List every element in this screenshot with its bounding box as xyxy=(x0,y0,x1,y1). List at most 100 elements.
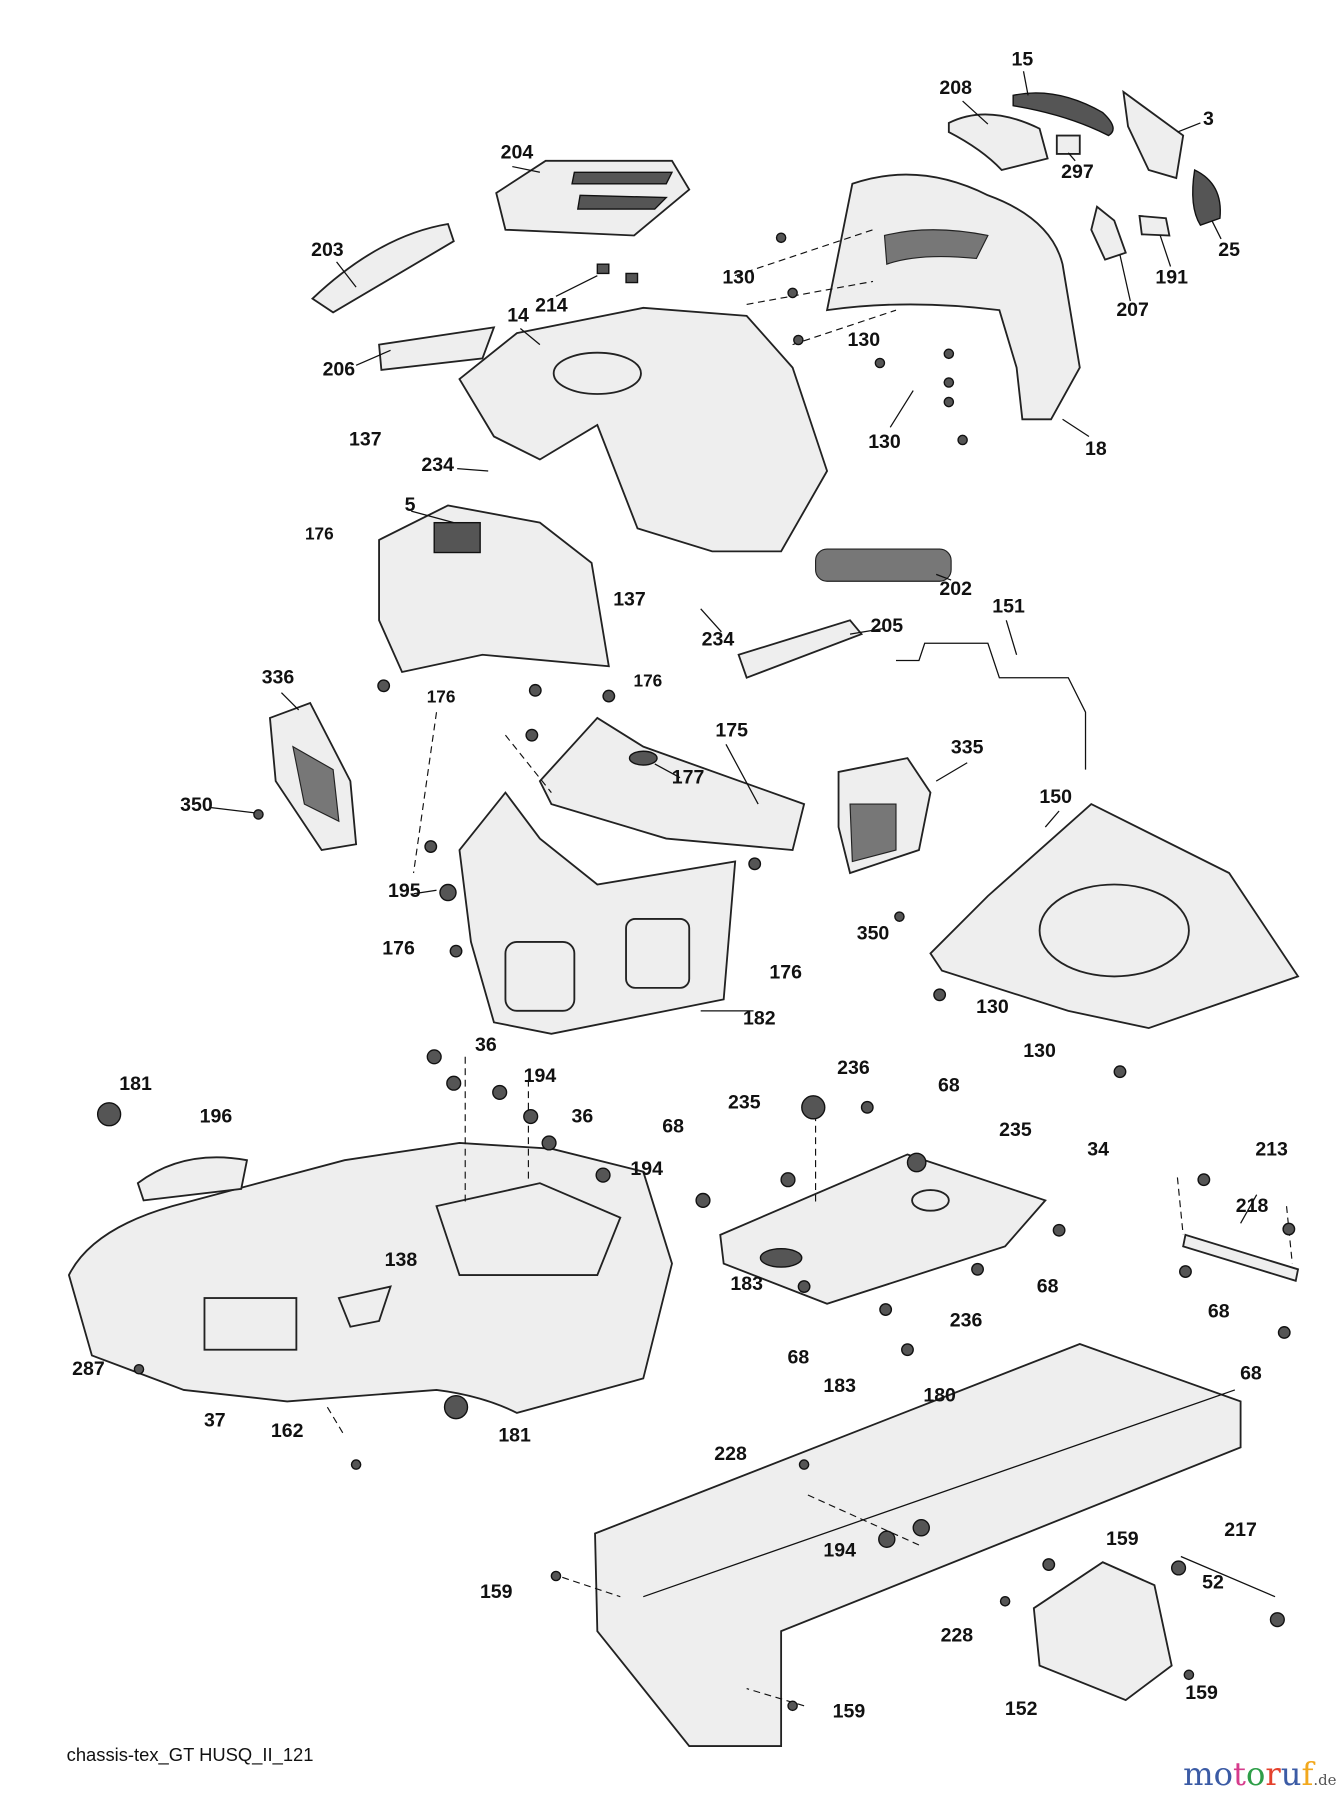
part-label: 152 xyxy=(1004,1697,1038,1720)
part-label: 228 xyxy=(714,1442,747,1465)
part-5-dash xyxy=(378,504,610,674)
part-label: 130 xyxy=(976,995,1009,1018)
part-label: 204 xyxy=(500,141,534,164)
part-label: 335 xyxy=(950,736,984,759)
part-label: 205 xyxy=(870,614,904,637)
part-label: 3 xyxy=(1202,107,1214,130)
part-label: 234 xyxy=(701,628,735,651)
part-label: 217 xyxy=(1224,1518,1257,1541)
part-202-grille xyxy=(815,548,952,582)
part-label: 228 xyxy=(940,1624,974,1647)
part-label: 350 xyxy=(180,793,213,816)
part-label: 68 xyxy=(1240,1362,1262,1385)
part-177-knob xyxy=(628,750,658,766)
part-label: 208 xyxy=(939,76,973,99)
part-label: 176 xyxy=(426,687,456,708)
part-label: 182 xyxy=(742,1007,776,1030)
motoruf-watermark-logo: motoruf.de xyxy=(1183,1755,1337,1794)
part-14-hood xyxy=(458,306,829,553)
part-label: 36 xyxy=(475,1033,497,1056)
part-label: 18 xyxy=(1084,437,1107,460)
part-label: 202 xyxy=(939,577,973,600)
part-206-bracket xyxy=(378,326,496,371)
part-label: 195 xyxy=(388,879,421,902)
part-label: 162 xyxy=(270,1419,304,1442)
part-label: 130 xyxy=(868,430,901,453)
part-label: 175 xyxy=(715,719,749,741)
diagram-caption: chassis-tex_GT HUSQ_II_121 xyxy=(66,1746,314,1766)
part-175-bracket xyxy=(538,716,806,852)
part-label: 181 xyxy=(119,1072,152,1095)
part-label: 176 xyxy=(769,961,803,984)
part-297-clip xyxy=(1055,134,1081,155)
part-label: 150 xyxy=(1039,785,1072,808)
part-label: 236 xyxy=(837,1056,870,1079)
part-label: 297 xyxy=(1061,160,1094,183)
part-label: 130 xyxy=(722,266,755,289)
part-203-handle xyxy=(310,222,455,314)
part-217-rod xyxy=(1180,1555,1276,1598)
part-label: 235 xyxy=(728,1091,761,1114)
part-label: 68 xyxy=(787,1346,810,1369)
part-label: 37 xyxy=(203,1409,226,1432)
part-label: 68 xyxy=(1036,1275,1059,1297)
part-label: 68 xyxy=(937,1074,960,1096)
part-label: 151 xyxy=(992,595,1025,617)
part-label: 138 xyxy=(384,1248,418,1271)
part-label: 25 xyxy=(1218,238,1240,261)
part-34-steering-plate xyxy=(719,1153,1047,1305)
part-label: 68 xyxy=(662,1115,685,1138)
part-196-pad xyxy=(136,1156,249,1202)
part-label: 181 xyxy=(498,1424,531,1447)
part-label: 183 xyxy=(730,1272,763,1295)
part-label: 236 xyxy=(949,1309,983,1332)
part-label: 207 xyxy=(1116,298,1149,321)
part-label: 34 xyxy=(1087,1138,1110,1161)
part-214-clips xyxy=(596,263,639,284)
part-207-light xyxy=(1090,205,1127,261)
part-205-trim xyxy=(737,619,864,679)
part-label: 36 xyxy=(571,1105,594,1127)
part-label: 196 xyxy=(199,1105,233,1127)
part-label: 5 xyxy=(404,493,416,516)
part-15-trim xyxy=(1012,92,1114,137)
part-151-bracket xyxy=(895,642,1087,770)
part-218-bar xyxy=(1182,1233,1300,1282)
part-label: 177 xyxy=(671,766,705,789)
part-label: 287 xyxy=(72,1357,105,1380)
part-label: 336 xyxy=(261,666,295,689)
part-label: 137 xyxy=(348,428,382,451)
part-label: 159 xyxy=(1105,1527,1139,1550)
part-25-trim xyxy=(1192,168,1221,226)
part-label: 159 xyxy=(832,1700,866,1722)
part-label: 137 xyxy=(613,588,646,610)
part-label: 130 xyxy=(1023,1039,1056,1062)
part-label: 203 xyxy=(311,238,344,261)
part-208-cover xyxy=(947,113,1049,172)
part-label: 130 xyxy=(847,328,881,351)
part-label: 194 xyxy=(523,1064,557,1087)
part-label: 350 xyxy=(856,922,890,945)
part-label: 180 xyxy=(923,1384,956,1407)
part-label: 234 xyxy=(421,453,454,476)
part-label: 15 xyxy=(1011,48,1034,71)
part-label: 183 xyxy=(823,1374,856,1397)
part-label: 218 xyxy=(1235,1194,1269,1217)
part-label: 14 xyxy=(507,304,529,327)
part-label: 214 xyxy=(535,294,568,316)
part-label: 194 xyxy=(630,1157,664,1180)
part-label: 176 xyxy=(633,671,663,691)
part-label: 52 xyxy=(1202,1571,1224,1594)
part-label: 213 xyxy=(1255,1138,1288,1161)
part-label: 176 xyxy=(382,937,415,960)
part-3-panel xyxy=(1122,89,1185,180)
part-138-boot xyxy=(337,1285,392,1328)
part-label: 176 xyxy=(304,524,334,544)
part-label: 194 xyxy=(823,1539,856,1562)
part-label: 159 xyxy=(1185,1681,1218,1704)
part-152-bracket xyxy=(1032,1561,1173,1702)
fasteners xyxy=(96,232,1296,1712)
part-label: 68 xyxy=(1207,1300,1230,1323)
